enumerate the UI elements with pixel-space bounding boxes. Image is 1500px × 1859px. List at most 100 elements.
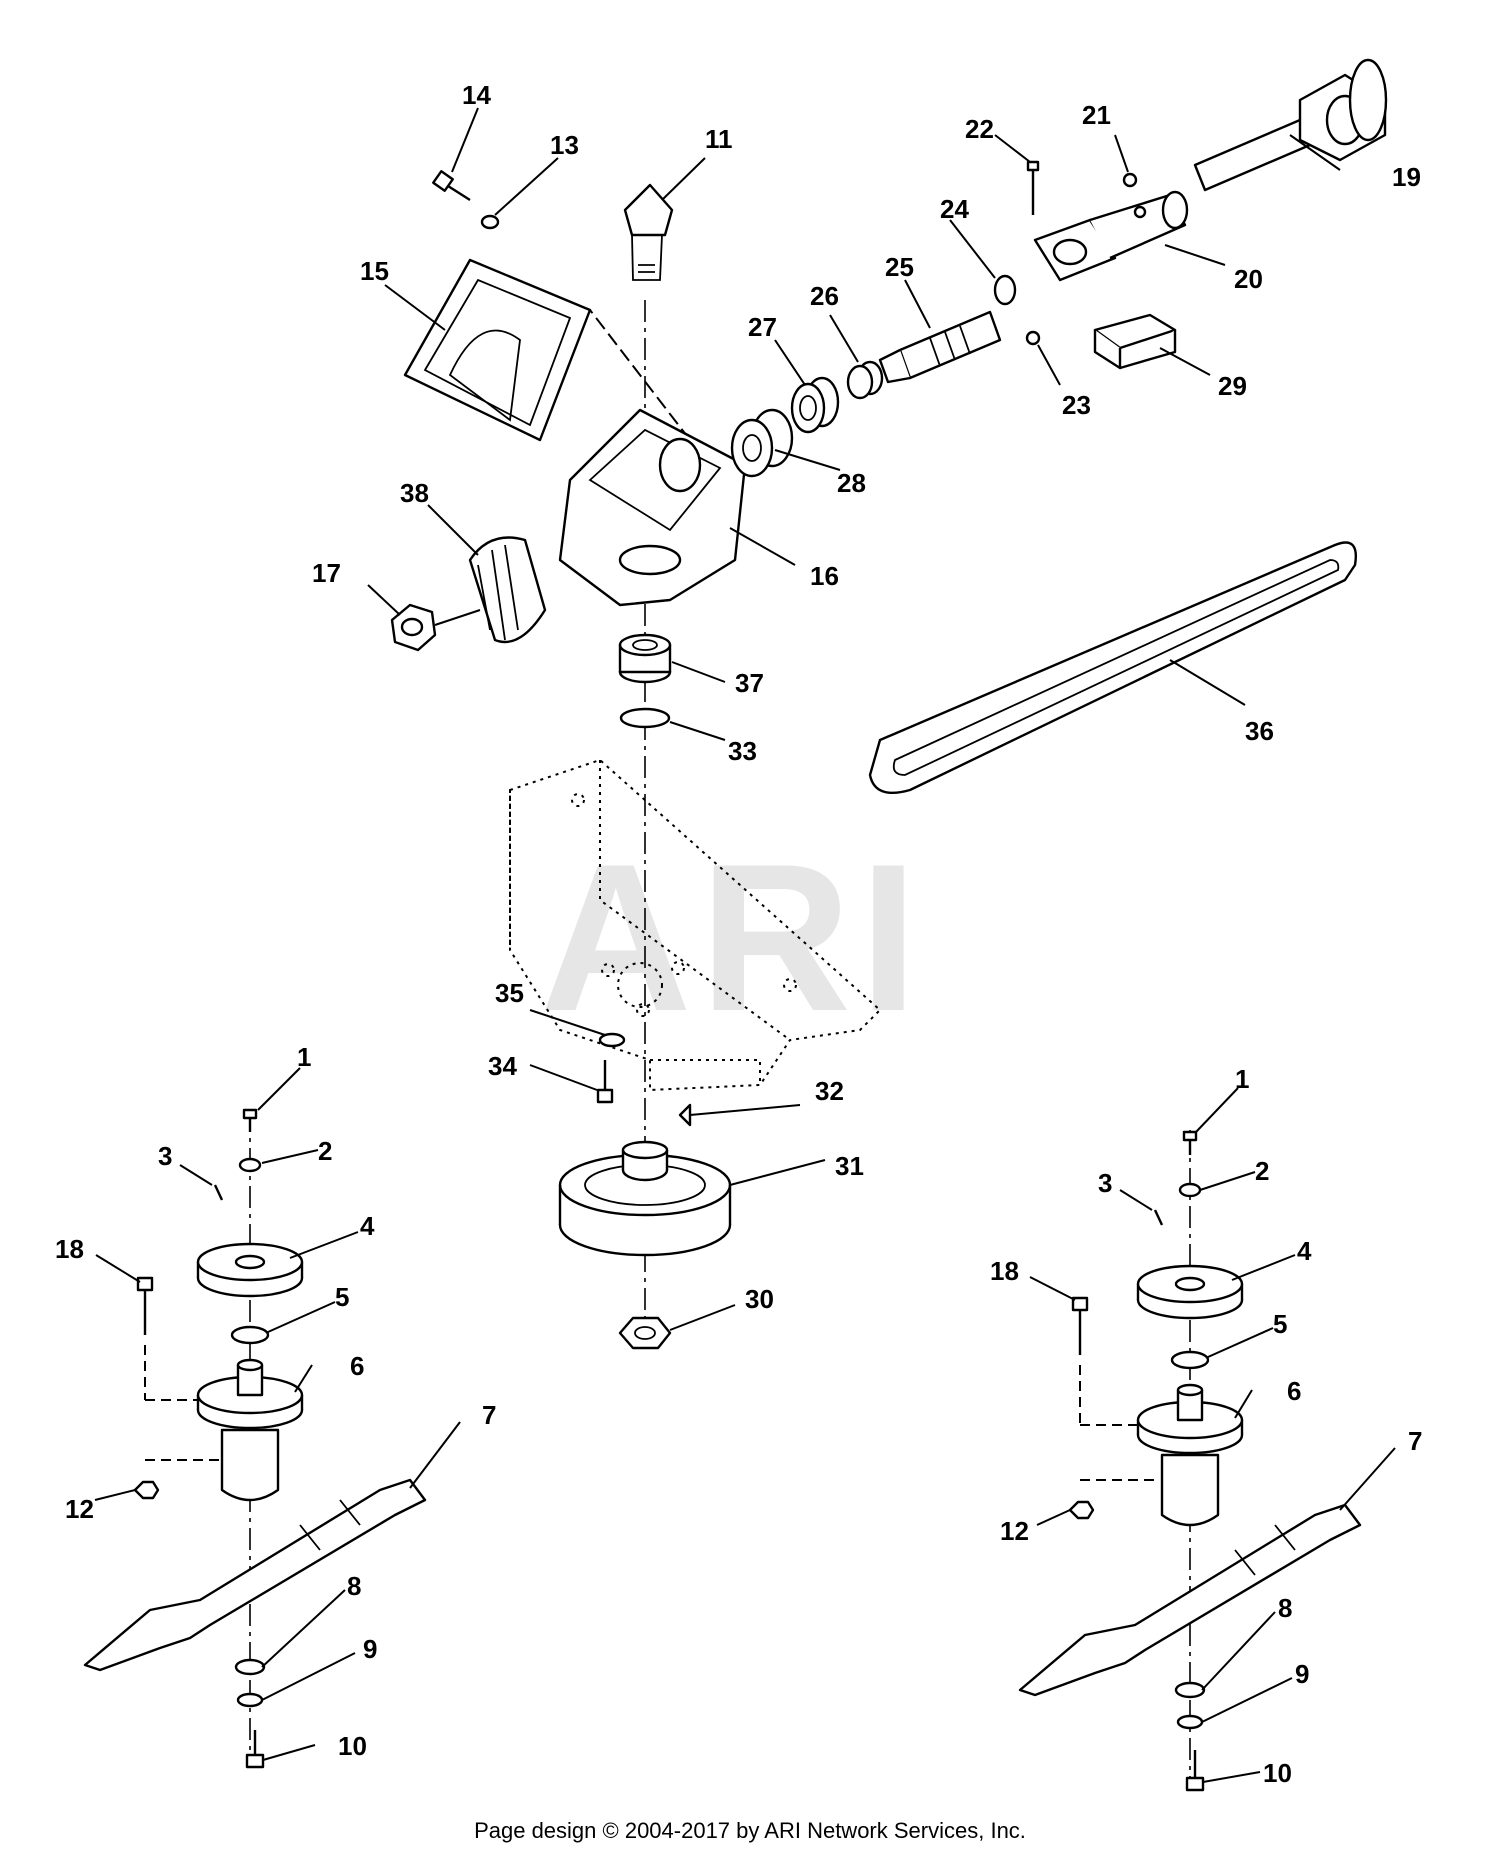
callout-23: 23 — [1062, 390, 1091, 420]
left-bolt-10 — [245, 1730, 265, 1769]
callout-1-right: 1 — [1235, 1064, 1249, 1094]
callout-11: 11 — [705, 124, 733, 154]
callout-22: 22 — [965, 114, 994, 144]
callout-4-left: 4 — [360, 1211, 375, 1241]
right-bolt-1 — [1182, 1130, 1198, 1155]
deck-bracket-outline — [509, 758, 882, 1092]
left-spindle-assembly — [83, 1108, 427, 1769]
callout-21: 21 — [1082, 100, 1111, 130]
left-bolt-18 — [136, 1276, 154, 1335]
driveshaft — [1193, 58, 1388, 192]
callout-9-left: 9 — [363, 1634, 377, 1664]
callout-15: 15 — [360, 256, 389, 286]
right-bolt-10 — [1185, 1750, 1205, 1792]
callout-25: 25 — [885, 252, 914, 282]
yoke-bolt — [1026, 160, 1040, 215]
bracket-bolt — [596, 1060, 614, 1104]
callout-24: 24 — [940, 194, 969, 224]
callout-9-right: 9 — [1295, 1659, 1309, 1689]
right-spindle-housing-6 — [1136, 1383, 1244, 1527]
left-bolt-1 — [242, 1108, 258, 1132]
pulley-nut — [618, 1316, 672, 1350]
callout-7-right: 7 — [1408, 1426, 1422, 1456]
right-bolt-18 — [1071, 1296, 1089, 1355]
callout-2-right: 2 — [1255, 1156, 1269, 1186]
callout-labels: 14 13 11 15 22 21 19 24 20 25 26 27 29 2… — [55, 80, 1422, 1788]
callout-35: 35 — [495, 978, 524, 1008]
spacer-26 — [846, 360, 884, 400]
right-washer-9 — [1176, 1714, 1204, 1730]
callout-1-left: 1 — [297, 1042, 311, 1072]
callout-36: 36 — [1245, 716, 1274, 746]
callout-3-right: 3 — [1098, 1168, 1112, 1198]
rubber-block — [1093, 313, 1177, 370]
callout-34: 34 — [488, 1051, 517, 1081]
callout-20: 20 — [1234, 264, 1263, 294]
left-spindle-housing-6 — [196, 1358, 304, 1502]
callout-6-right: 6 — [1287, 1376, 1301, 1406]
callout-16: 16 — [810, 561, 839, 591]
drive-belt — [868, 541, 1357, 795]
center-pulley — [558, 1140, 732, 1257]
callout-26: 26 — [810, 281, 839, 311]
callout-12-left: 12 — [65, 1494, 94, 1524]
lower-bearing — [618, 633, 672, 684]
callout-18-right: 18 — [990, 1256, 1019, 1286]
left-washer-9 — [236, 1692, 264, 1708]
gearbox-cover — [403, 258, 592, 442]
callout-19: 19 — [1392, 162, 1421, 192]
left-spacer-5 — [230, 1325, 270, 1345]
pinion-gear — [623, 183, 674, 281]
callout-5-left: 5 — [335, 1282, 349, 1312]
input-shaft — [878, 310, 1002, 384]
leader-lines — [94, 107, 1396, 1783]
right-spacer-5 — [1170, 1350, 1210, 1370]
callout-31: 31 — [835, 1151, 864, 1181]
callout-32: 32 — [815, 1076, 844, 1106]
pulley-key — [678, 1103, 692, 1127]
callout-17: 17 — [312, 558, 341, 588]
callout-8-right: 8 — [1278, 1593, 1292, 1623]
callout-2-left: 2 — [318, 1136, 332, 1166]
seal-27 — [790, 376, 840, 434]
right-nut-12 — [1068, 1500, 1095, 1520]
callout-12-right: 12 — [1000, 1516, 1029, 1546]
left-pulley-4 — [196, 1242, 304, 1298]
callout-10-right: 10 — [1263, 1758, 1292, 1788]
callout-6-left: 6 — [350, 1351, 364, 1381]
page-footer-copyright: Page design © 2004-2017 by ARI Network S… — [474, 1818, 1026, 1843]
left-blade-7 — [83, 1478, 427, 1672]
left-nut-12 — [133, 1480, 160, 1500]
callout-37: 37 — [735, 668, 764, 698]
callout-38: 38 — [400, 478, 429, 508]
grease-fitting — [1122, 172, 1138, 188]
callout-28: 28 — [837, 468, 866, 498]
callout-7-left: 7 — [482, 1400, 496, 1430]
gearbox-housing — [558, 408, 747, 607]
callout-29: 29 — [1218, 371, 1247, 401]
callout-27: 27 — [748, 312, 777, 342]
right-spindle-assembly — [1018, 1130, 1362, 1792]
cover-washer — [480, 214, 500, 230]
yoke-nut — [1025, 330, 1041, 346]
callout-30: 30 — [745, 1284, 774, 1314]
cover-bolt — [432, 170, 471, 202]
bevel-gear — [468, 536, 547, 644]
callout-3-left: 3 — [158, 1141, 172, 1171]
watermark: ARI — [540, 820, 926, 1055]
left-washer-2 — [238, 1157, 262, 1173]
lower-washer — [619, 707, 671, 729]
drive-yoke — [1033, 190, 1189, 282]
callout-13: 13 — [550, 130, 579, 160]
right-washer-2 — [1178, 1182, 1202, 1198]
callout-4-right: 4 — [1297, 1236, 1312, 1266]
gear-nut — [390, 603, 437, 652]
bearing-28 — [730, 408, 794, 478]
right-washer-8 — [1174, 1681, 1206, 1699]
callout-14: 14 — [462, 80, 491, 110]
callout-18-left: 18 — [55, 1234, 84, 1264]
left-washer-8 — [234, 1658, 266, 1676]
callout-10-left: 10 — [338, 1731, 367, 1761]
callout-5-right: 5 — [1273, 1309, 1287, 1339]
